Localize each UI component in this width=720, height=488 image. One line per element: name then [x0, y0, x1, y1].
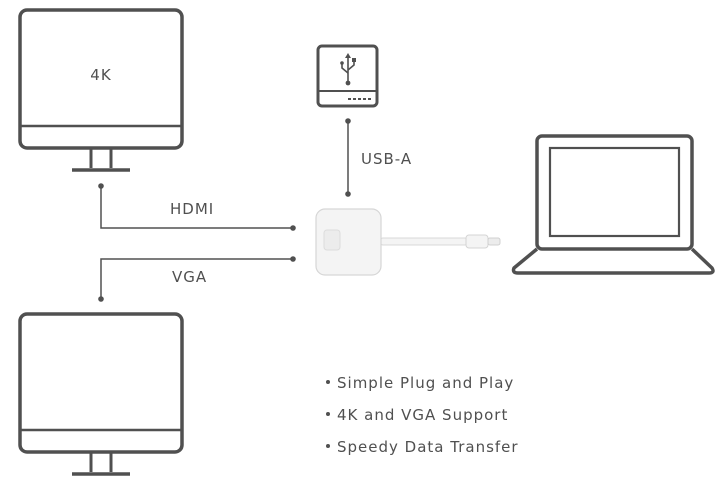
usb-drive: [316, 44, 379, 108]
bullet-dot-icon: [326, 411, 330, 416]
usb-a-label: USB-A: [361, 150, 413, 168]
monitor-top-label: 4K: [90, 66, 112, 84]
vga-label: VGA: [172, 268, 208, 286]
hdmi-label: HDMI: [170, 200, 215, 218]
laptop-display-area: [548, 146, 681, 238]
laptop-base: [511, 247, 715, 275]
monitor-top: [18, 8, 184, 172]
bullet-dot-icon: [326, 379, 330, 384]
vga-endpoint-adapter: [290, 256, 296, 262]
feature-text: Speedy Data Transfer: [337, 438, 519, 456]
hdmi-endpoint-monitor: [98, 183, 104, 189]
monitor-bottom: [18, 312, 184, 476]
adapter-plug-tip: [487, 237, 501, 246]
bullet-dot-icon: [326, 443, 330, 448]
feature-item: Simple Plug and Play: [326, 372, 519, 404]
adapter-plug-housing: [465, 234, 489, 249]
feature-text: Simple Plug and Play: [337, 374, 515, 392]
usb-symbol-icon: [340, 53, 356, 86]
adapter-port: [323, 229, 341, 251]
adapter-body: [315, 208, 382, 276]
monitor-top-frame: [18, 8, 184, 150]
laptop: [511, 134, 715, 275]
usb-endpoint-drive: [345, 118, 351, 124]
hdmi-connector-line: [100, 188, 293, 229]
monitor-bottom-frame: [18, 312, 184, 454]
feature-list: Simple Plug and Play 4K and VGA Support …: [326, 372, 519, 468]
vga-connector-line: [100, 258, 293, 297]
usb-endpoint-adapter: [345, 191, 351, 197]
feature-item: Speedy Data Transfer: [326, 436, 519, 468]
feature-text: 4K and VGA Support: [337, 406, 509, 424]
laptop-screen: [535, 134, 694, 251]
adapter-cable: [379, 237, 469, 246]
adapter: [315, 208, 501, 276]
feature-item: 4K and VGA Support: [326, 404, 519, 436]
hdmi-endpoint-adapter: [290, 225, 296, 231]
vga-endpoint-monitor: [98, 296, 104, 302]
